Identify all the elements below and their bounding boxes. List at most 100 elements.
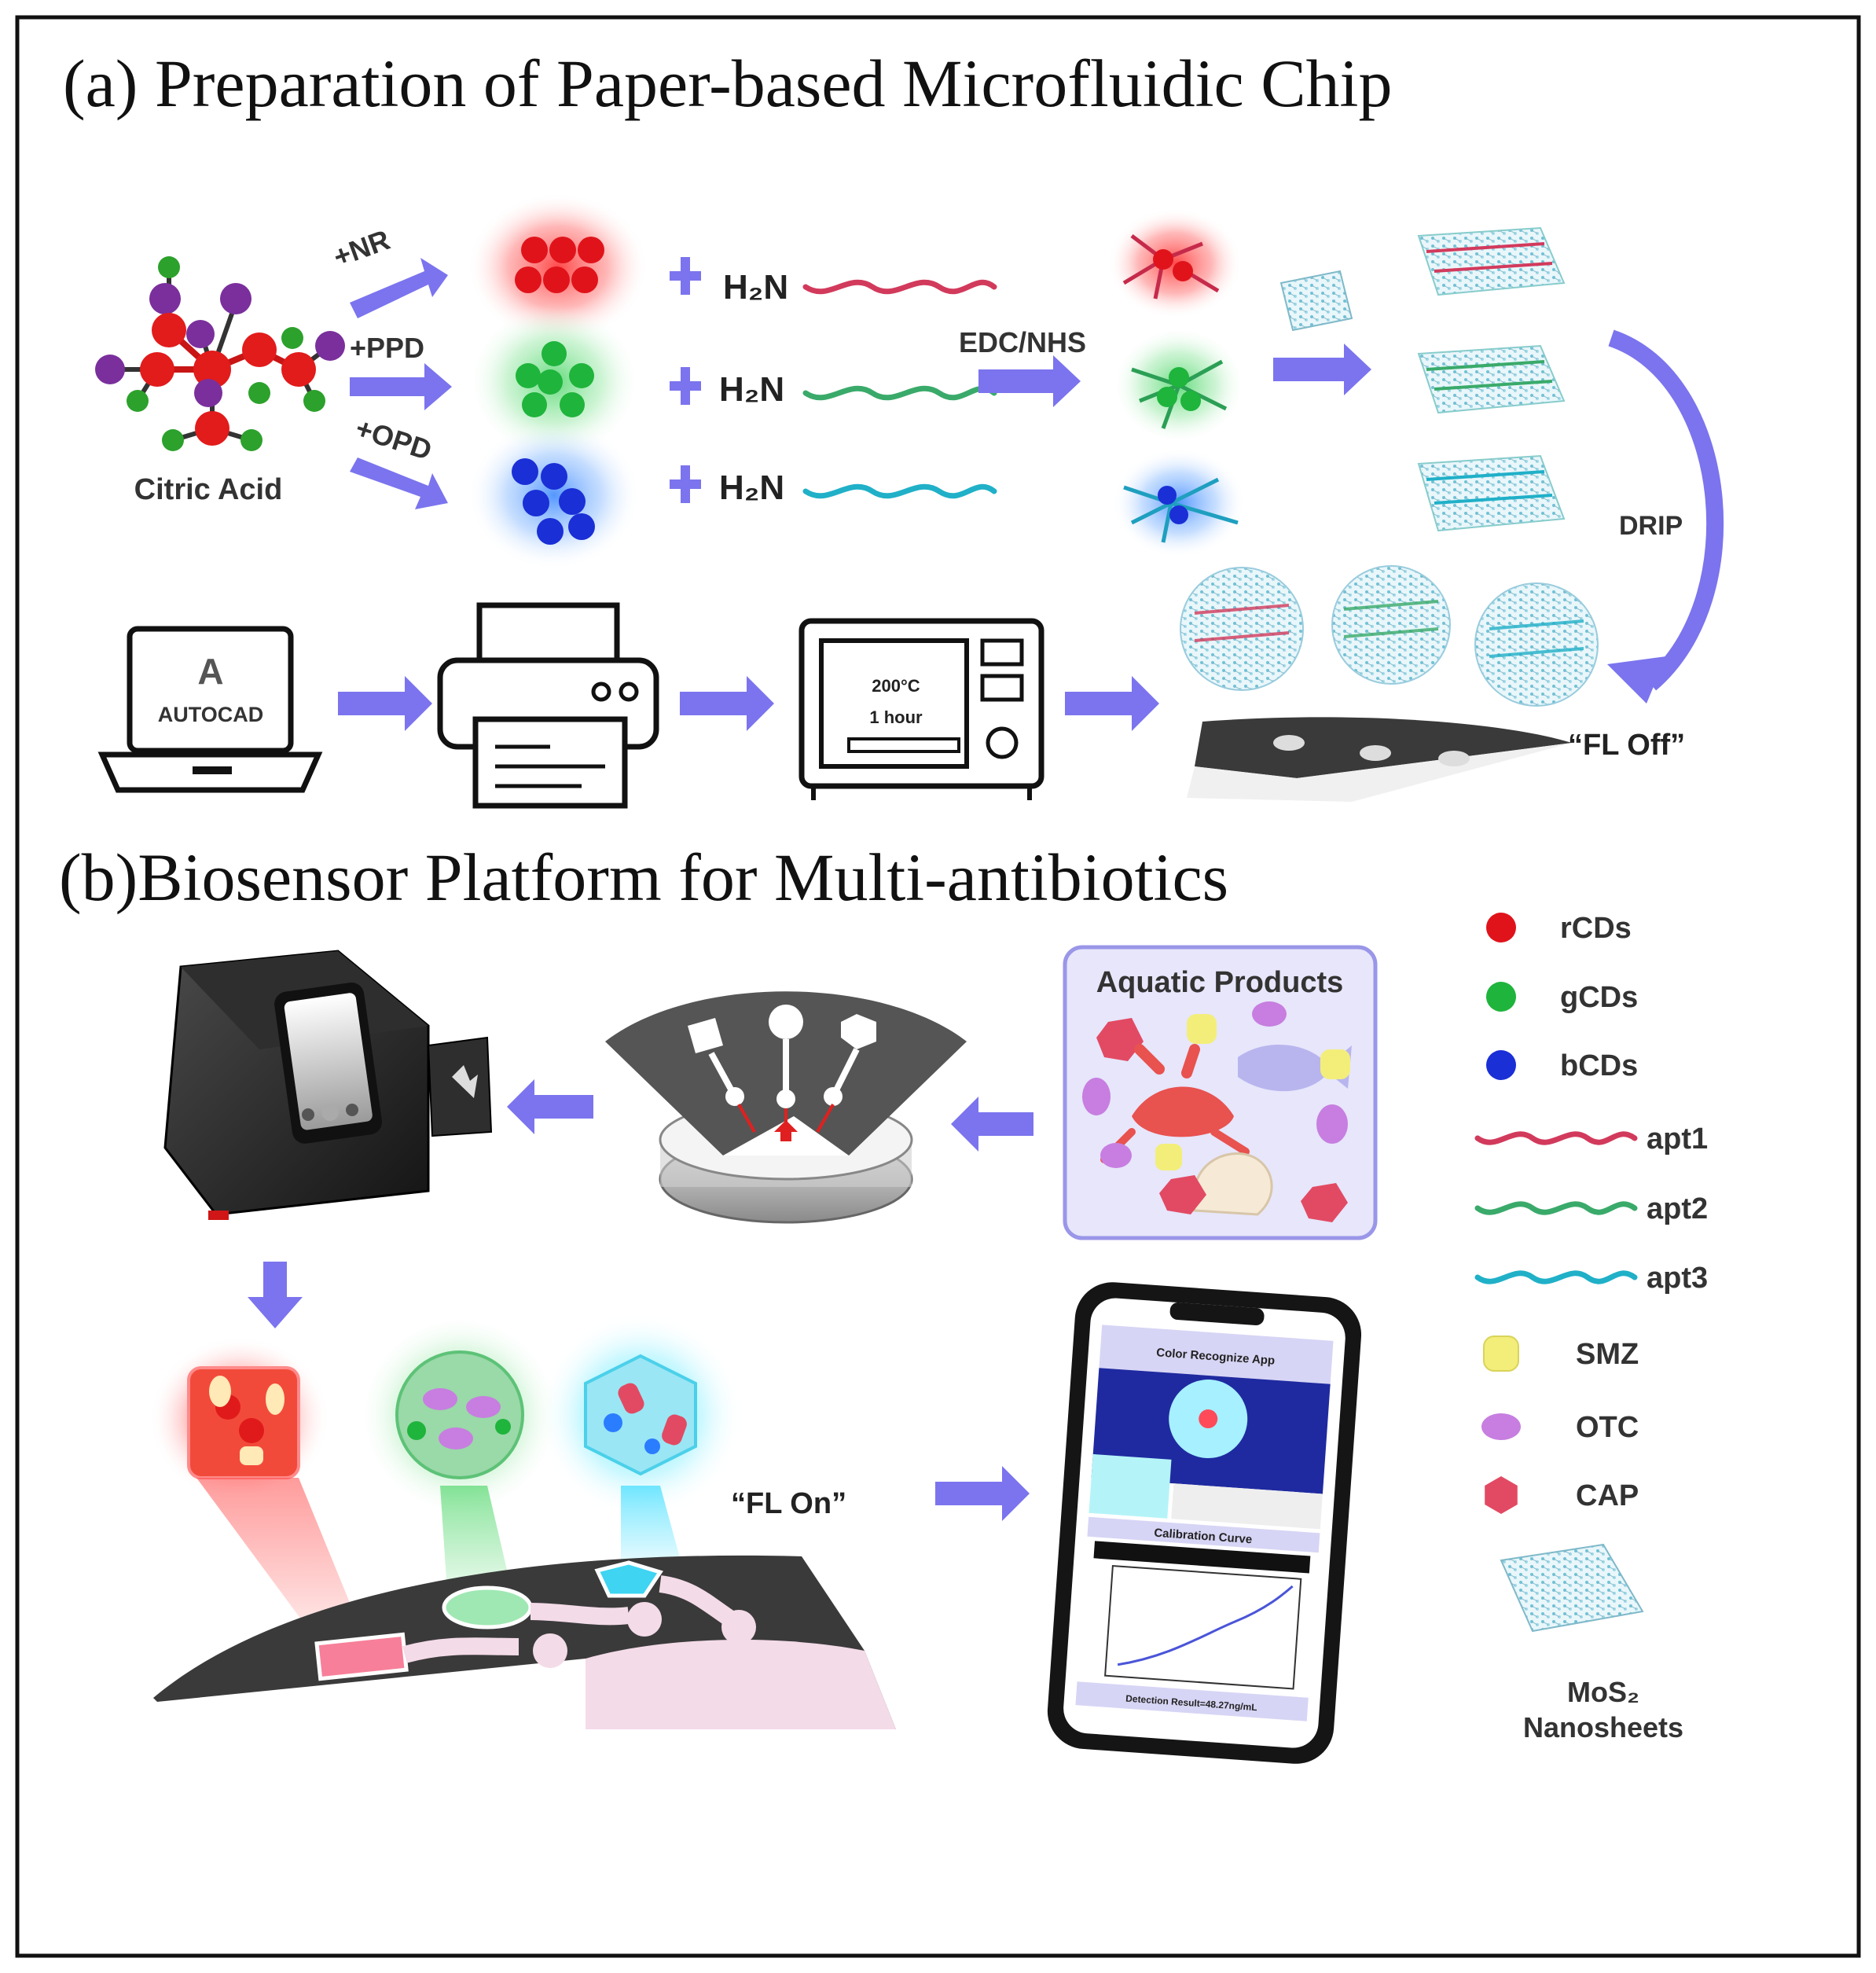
reagent-arrows bbox=[350, 258, 452, 509]
otc-oval-icon bbox=[1082, 1078, 1111, 1115]
crab-icon bbox=[1132, 1086, 1234, 1137]
legend-label-apt1: apt1 bbox=[1647, 1122, 1708, 1156]
plus-icon bbox=[670, 367, 701, 405]
coupling-arrow-icon bbox=[978, 355, 1081, 407]
otc-oval-icon bbox=[1316, 1104, 1348, 1144]
red-fluorescence-glow bbox=[149, 1336, 330, 1501]
fish-icon bbox=[1238, 1044, 1352, 1092]
autocad-logo-icon: A bbox=[197, 651, 223, 692]
blue-dot-icon bbox=[1486, 1050, 1516, 1080]
legend-label-otc: OTC bbox=[1576, 1411, 1639, 1444]
fluorescence-reader-device-icon bbox=[163, 950, 493, 1220]
legend-label-apt3: apt3 bbox=[1647, 1262, 1708, 1295]
flow-arrow-icon bbox=[935, 1466, 1030, 1521]
red-conjugate-icon bbox=[1108, 208, 1242, 318]
green-aptamer-icon bbox=[802, 385, 997, 401]
legend-label-smz: SMZ bbox=[1576, 1338, 1639, 1371]
plus-icons bbox=[670, 257, 701, 503]
flow-arrow-icon bbox=[507, 1079, 593, 1134]
smz-square-icon bbox=[1155, 1144, 1182, 1170]
arrow-opd-icon bbox=[350, 457, 448, 509]
smz-square-icon bbox=[1187, 1014, 1217, 1044]
green-fluorescence-glow bbox=[358, 1313, 562, 1517]
green-dot-icon bbox=[1486, 982, 1516, 1012]
plus-icon bbox=[670, 257, 701, 295]
nanosheets-label: Nanosheets bbox=[1523, 1711, 1683, 1743]
drip-label: DRIP bbox=[1619, 511, 1683, 541]
loaded-nanosheets bbox=[1417, 226, 1566, 532]
panel-b-title: (b)Biosensor Platform for Multi-antibiot… bbox=[59, 840, 1228, 915]
arrow-nr-icon bbox=[350, 258, 448, 318]
oven-time-label: 1 hour bbox=[869, 707, 923, 727]
cyan-fluorescence-glow bbox=[538, 1313, 743, 1517]
amine-label: H₂N bbox=[719, 468, 784, 507]
legend-label-cap: CAP bbox=[1576, 1479, 1639, 1512]
drip-arrow-icon bbox=[1608, 329, 1724, 691]
aptamer-strands bbox=[802, 279, 997, 499]
smartphone-icon bbox=[1047, 1282, 1362, 1764]
green-conjugate-icon bbox=[1112, 326, 1246, 444]
flow-arrow-icon bbox=[1065, 676, 1159, 731]
fl-off-chip bbox=[1187, 717, 1572, 802]
pink-hexagon-icon bbox=[1485, 1476, 1518, 1514]
blue-loaded-sheet-icon bbox=[1417, 454, 1566, 532]
blue-conjugate-icon bbox=[1112, 448, 1246, 558]
edc-nhs-label: EDC/NHS bbox=[959, 326, 1086, 358]
fl-off-spheres bbox=[1180, 565, 1599, 707]
shell-icon bbox=[1192, 1152, 1273, 1216]
chip-petri-dish-icon bbox=[605, 991, 967, 1224]
fl-off-label: “FL Off” bbox=[1568, 729, 1685, 762]
reagent-ppd-label: +PPD bbox=[350, 332, 424, 364]
citric-acid-label: Citric Acid bbox=[134, 473, 283, 506]
amine-label: H₂N bbox=[719, 370, 784, 409]
autocad-label: AUTOCAD bbox=[158, 703, 264, 726]
aquatic-products-panel bbox=[1063, 945, 1378, 1240]
green-carbon-dots-icon bbox=[468, 303, 641, 460]
cyan-aptamer-icon bbox=[1474, 1270, 1638, 1284]
cap-hexagon-icon bbox=[1096, 1018, 1144, 1061]
amine-label: H₂N bbox=[723, 268, 788, 307]
green-loaded-sheet-icon bbox=[1417, 344, 1566, 414]
cyan-beam bbox=[621, 1486, 684, 1572]
purple-oval-icon bbox=[1481, 1413, 1521, 1440]
red-aptamer-icon bbox=[802, 279, 997, 295]
arrow-ppd-icon bbox=[350, 363, 452, 410]
oven-temperature-label: 200°C bbox=[872, 676, 920, 696]
otc-oval-icon bbox=[1252, 1001, 1287, 1027]
red-dot-icon bbox=[1486, 913, 1516, 942]
red-loaded-sheet-icon bbox=[1417, 226, 1566, 296]
loading-arrow-icon bbox=[1273, 344, 1371, 395]
mos2-nanosheet-icon bbox=[1500, 1543, 1644, 1633]
mos2-label: MoS₂ bbox=[1567, 1676, 1639, 1708]
blue-carbon-dots-icon bbox=[468, 421, 641, 570]
printer-icon bbox=[437, 602, 659, 809]
fl-on-chip bbox=[153, 1555, 896, 1729]
legend-label-apt2: apt2 bbox=[1647, 1192, 1708, 1225]
green-sphere-icon bbox=[1331, 565, 1451, 685]
panel-a-title: (a) Preparation of Paper-based Microflui… bbox=[63, 46, 1392, 121]
otc-oval-icon bbox=[1100, 1143, 1132, 1168]
oven-icon bbox=[798, 618, 1044, 800]
red-aptamer-icon bbox=[1474, 1131, 1638, 1145]
green-aptamer-icon bbox=[1474, 1201, 1638, 1215]
flow-arrow-icon bbox=[680, 676, 774, 731]
aquatic-products-label: Aquatic Products bbox=[1096, 966, 1344, 999]
legend-label-rcds: rCDs bbox=[1560, 912, 1632, 945]
fl-on-label: “FL On” bbox=[731, 1487, 846, 1520]
drip-arrowhead-icon bbox=[1607, 656, 1666, 704]
down-arrow-icon bbox=[248, 1262, 303, 1328]
cyan-aptamer-icon bbox=[802, 483, 997, 499]
yellow-rounded-square-icon bbox=[1483, 1336, 1519, 1372]
cap-hexagon-icon bbox=[1301, 1183, 1348, 1222]
blue-sphere-icon bbox=[1474, 582, 1599, 707]
smz-square-icon bbox=[1320, 1049, 1350, 1079]
citric-acid-molecule-icon bbox=[95, 256, 345, 451]
red-sphere-icon bbox=[1180, 567, 1304, 691]
flow-arrow-icon bbox=[951, 1097, 1033, 1152]
legend-label-bcds: bCDs bbox=[1560, 1049, 1638, 1082]
legend-label-gcds: gCDs bbox=[1560, 981, 1638, 1014]
plus-icon bbox=[670, 465, 701, 503]
